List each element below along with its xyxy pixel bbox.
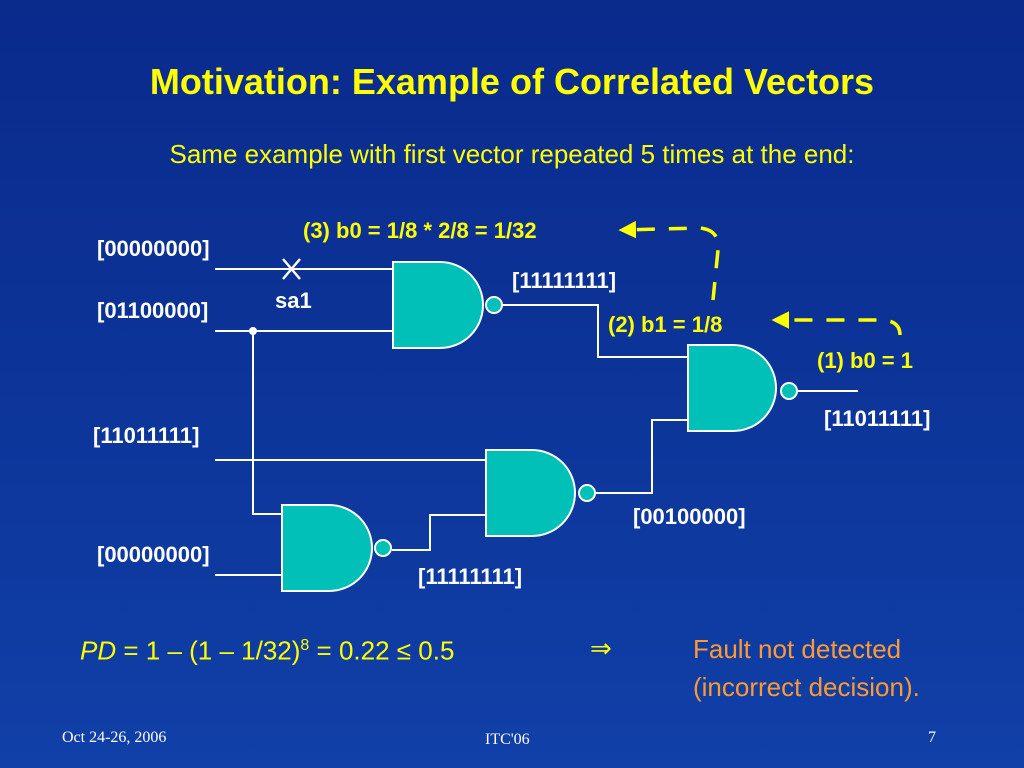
dashed-arrow-2 bbox=[771, 311, 902, 336]
wire-in2-branch bbox=[252, 331, 282, 515]
wires bbox=[215, 268, 858, 576]
input-label-4: [00000000] bbox=[97, 542, 210, 567]
nand-gate-1 bbox=[392, 261, 484, 349]
footer-page-number: 7 bbox=[928, 729, 936, 746]
slide-subtitle: Same example with first vector repeated … bbox=[169, 139, 855, 169]
implies-icon: ⇒ bbox=[590, 633, 612, 663]
gate1-output-label: [11111111] bbox=[512, 268, 617, 293]
fault-label: sa1 bbox=[275, 288, 312, 313]
result-line-1: Fault not detected bbox=[693, 634, 902, 664]
footer-date: Oct 24-26, 2006 bbox=[62, 729, 167, 746]
slide-title: Motivation: Example of Correlated Vector… bbox=[149, 61, 875, 102]
result-line-2: (incorrect decision). bbox=[693, 672, 920, 702]
annotation-step1: (1) b0 = 1 bbox=[817, 348, 913, 373]
nand-gate-2-bubble bbox=[374, 539, 392, 557]
annotation-step2: (2) b1 = 1/8 bbox=[608, 312, 723, 337]
input-label-3: [11011111] bbox=[93, 423, 200, 448]
footer-conference: ITC'06 bbox=[485, 731, 530, 748]
wire-gate3-out bbox=[596, 419, 688, 494]
nand-gate-4-bubble bbox=[780, 382, 798, 400]
pd-symbol: PD bbox=[80, 635, 117, 666]
fault-x-icon bbox=[282, 258, 301, 280]
wire-gate1-out bbox=[503, 304, 688, 358]
wire-gate2-out bbox=[392, 514, 486, 551]
input-label-1: [00000000] bbox=[97, 236, 210, 261]
pd-result: = 0.22 ≤ 0.5 bbox=[309, 635, 455, 666]
input-label-2: [01100000] bbox=[97, 298, 209, 323]
nand-gate-3-bubble bbox=[578, 484, 596, 502]
annotation-step3: (3) b0 = 1/8 * 2/8 = 1/32 bbox=[303, 218, 537, 243]
pd-expression: = 1 – (1 – 1/32) bbox=[116, 635, 301, 666]
gate3-output-label: [00100000] bbox=[633, 504, 746, 529]
nand-gate-2 bbox=[281, 504, 373, 592]
pd-exponent: 8 bbox=[300, 637, 310, 654]
nand-gate-1-bubble bbox=[485, 296, 503, 314]
nand-gate-3 bbox=[485, 449, 576, 537]
gate2-output-label: [11111111] bbox=[418, 564, 523, 589]
result-text: Fault not detected (incorrect decision). bbox=[693, 630, 920, 706]
pd-formula: PD = 1 – (1 – 1/32)8 = 0.22 ≤ 0.5 bbox=[80, 630, 454, 667]
dashed-arrow-3 bbox=[618, 220, 720, 301]
junction-dot bbox=[249, 327, 257, 335]
nand-gate-4 bbox=[687, 344, 777, 432]
gate4-output-label: [11011111] bbox=[824, 406, 931, 431]
